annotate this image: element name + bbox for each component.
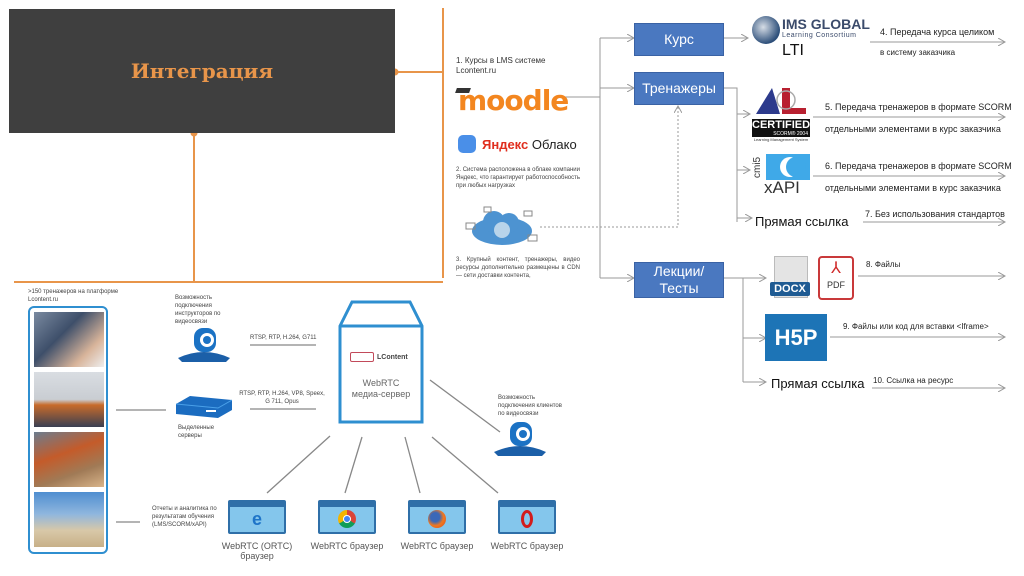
protocols-1: RTSP, RTP, H.264, G711 xyxy=(250,335,317,341)
cmi5-xapi-logo: cmi5 xAPI xyxy=(752,154,814,198)
browser-firefox-label: WebRTC браузер xyxy=(400,541,474,551)
instructor-camera-icon xyxy=(176,324,232,362)
category-trainers: Тренажеры xyxy=(634,72,724,105)
moodle-logo: moodle xyxy=(455,84,569,117)
cmi5-mark-icon xyxy=(766,154,810,180)
browser-chrome xyxy=(318,500,376,534)
adl-emblem-icon xyxy=(756,88,806,114)
yandex-cloud-icon xyxy=(458,135,476,153)
browser-opera-label: WebRTC браузер xyxy=(490,541,564,551)
output-8: 8. Файлы xyxy=(866,260,901,269)
cdn-cloud-icon xyxy=(464,205,540,249)
output-10: 10. Ссылка на ресурс xyxy=(873,376,954,385)
category-course: Курс xyxy=(634,23,724,56)
servers-caption: Выделенные серверы xyxy=(178,425,215,439)
mortarboard-icon xyxy=(455,88,471,93)
lti-label: LTI xyxy=(782,42,804,59)
trainer-photo-cpr xyxy=(34,312,104,367)
output-6-line2: отдельными элементами в курс заказчика xyxy=(825,183,1001,193)
browser-firefox xyxy=(408,500,466,534)
ims-global-logo: IMS GLOBAL Learning Consortium xyxy=(782,16,870,39)
pdf-icon: ⅄ PDF xyxy=(818,256,854,300)
output-6-line1: 6. Передача тренажеров в формате SCORM xyxy=(825,161,1012,171)
direct-link-trainers: Прямая ссылка xyxy=(755,214,849,229)
output-7: 7. Без использования стандартов xyxy=(865,209,1005,219)
media-server-label: WebRTC медиа-сервер xyxy=(351,378,411,399)
server-icon xyxy=(175,396,233,418)
browser-edge: e xyxy=(228,500,286,534)
title-box xyxy=(9,9,395,133)
h5p-logo: H5P xyxy=(765,314,827,361)
chrome-icon xyxy=(338,510,356,528)
edge-icon: e xyxy=(251,509,262,529)
instructors-caption: Возможность подключения инструкторов по … xyxy=(175,295,221,325)
trainer-photo-wellhead xyxy=(34,492,104,547)
lms-item-2: 2. Система расположена в облаке компании… xyxy=(456,167,580,189)
lcontent-logo: LContent xyxy=(350,352,408,362)
browser-chrome-label: WebRTC браузер xyxy=(310,541,384,551)
output-4-line2: в систему заказчика xyxy=(880,48,956,57)
output-9: 9. Файлы или код для вставки <Iframe> xyxy=(843,322,989,331)
output-5-line2: отдельными элементами в курс заказчика xyxy=(825,124,1001,134)
output-5-line1: 5. Передача тренажеров в формате SCORM xyxy=(825,102,1012,112)
adl-certified-logo: CERTIFIED SCORM® 2004 Learning Managemen… xyxy=(752,86,810,144)
output-4-line1: 4. Передача курса целиком xyxy=(880,27,995,37)
firefox-icon xyxy=(428,510,446,528)
opera-icon xyxy=(521,510,533,528)
trainer-photo-crane xyxy=(34,372,104,427)
trainers-caption: >150 тренажеров на платформе Lcontent.ru xyxy=(28,289,119,303)
browser-edge-label: WebRTC (ORTC) браузер xyxy=(221,541,293,561)
lcontent-mark-icon xyxy=(350,352,374,362)
category-lectures-tests: Лекции/ Тесты xyxy=(634,262,724,298)
reports-caption: Отчеты и аналитика по результатам обучен… xyxy=(152,506,217,528)
yandex-cloud-logo: Яндекс Облако xyxy=(458,135,577,153)
trainers-gallery xyxy=(28,306,108,554)
clients-caption: Возможность подключения клиентов по виде… xyxy=(498,395,562,417)
lms-item-1: 1. Курсы в LMS системе Lcontent.ru xyxy=(456,56,546,75)
diagram-title: Интеграция xyxy=(130,59,274,83)
docx-icon: DOCX xyxy=(770,256,810,300)
ims-globe-icon xyxy=(752,16,780,44)
media-server-box: LContent WebRTC медиа-сервер xyxy=(338,300,424,424)
trainer-photo-pipeline xyxy=(34,432,104,487)
lms-item-3: 3. Крупный контент, тренажеры, видео рес… xyxy=(456,257,580,279)
browser-opera xyxy=(498,500,556,534)
direct-link-lectures: Прямая ссылка xyxy=(771,376,865,391)
protocols-2: RTSP, RTP, H.264, VP8, Speex, G 711, Opu… xyxy=(239,391,325,405)
client-camera-icon xyxy=(492,418,548,456)
